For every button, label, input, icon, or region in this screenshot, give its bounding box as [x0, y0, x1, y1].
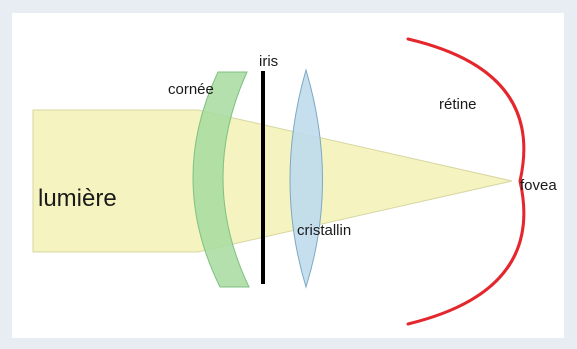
label-lumiere: lumière	[38, 185, 117, 212]
cornea	[192, 71, 250, 288]
crystalline-lens	[289, 68, 323, 289]
label-cornee: cornée	[168, 81, 214, 98]
light-beam	[32, 109, 513, 253]
label-fovea: fovea	[520, 177, 557, 194]
label-retine: rétine	[439, 96, 477, 113]
label-cristallin: cristallin	[297, 222, 352, 239]
label-iris: iris	[259, 53, 279, 70]
retina-curve	[406, 37, 526, 326]
